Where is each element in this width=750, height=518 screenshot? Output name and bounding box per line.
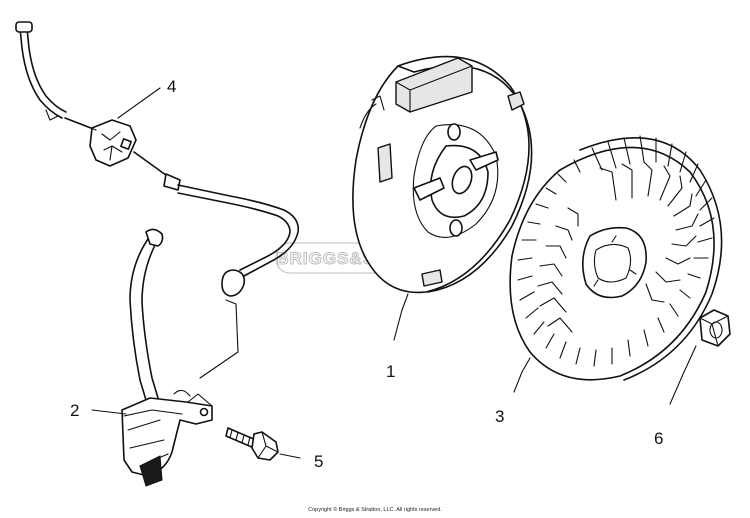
callouts: 4 1 2 3 6 5 bbox=[70, 77, 663, 471]
callout-6: 6 bbox=[654, 429, 663, 448]
part-4-wire-terminal bbox=[15, 21, 300, 379]
part-1-flywheel bbox=[352, 55, 533, 341]
part-2-armature bbox=[121, 228, 213, 487]
callout-4: 4 bbox=[167, 77, 176, 96]
copyright-notice: Copyright © Briggs & Stratton, LLC. All … bbox=[308, 506, 442, 513]
part-6-nut bbox=[669, 309, 731, 405]
part-3-fan bbox=[509, 135, 723, 393]
leader-lines bbox=[69, 87, 161, 415]
fan-blades bbox=[517, 135, 715, 367]
part-5-screw bbox=[225, 427, 301, 461]
callout-2: 2 bbox=[70, 401, 79, 420]
callout-1: 1 bbox=[386, 362, 395, 381]
callout-3: 3 bbox=[495, 407, 504, 426]
callout-5: 5 bbox=[314, 452, 323, 471]
